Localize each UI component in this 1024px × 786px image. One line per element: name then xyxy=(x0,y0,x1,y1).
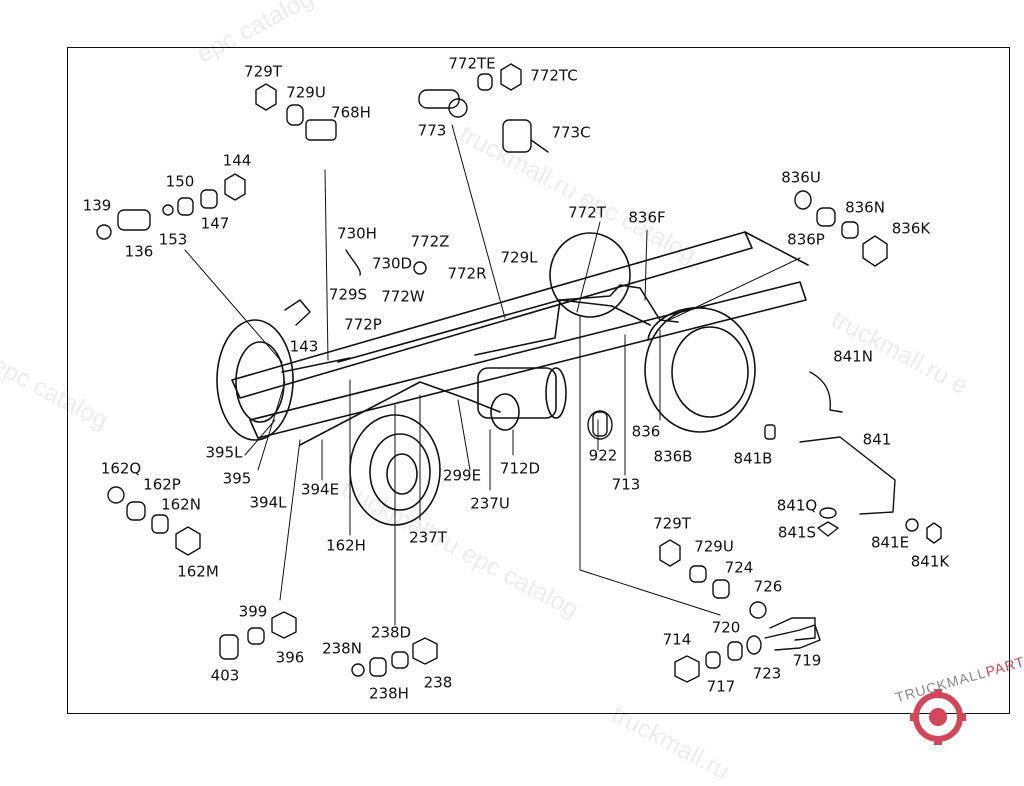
part-label: 841 xyxy=(862,430,892,449)
part-label: 772P xyxy=(344,315,382,334)
part-label: 841Q xyxy=(776,496,818,515)
part-label: 836P xyxy=(787,230,825,249)
wheel-left xyxy=(216,319,294,441)
part-label: 238H xyxy=(369,684,409,703)
part-label: 729U xyxy=(286,83,326,102)
part-label: 394L xyxy=(249,493,287,512)
part-label: 162Q xyxy=(100,459,142,478)
part-label: 396 xyxy=(275,648,305,667)
part-label: 729L xyxy=(500,248,538,267)
brake-line-rear xyxy=(559,284,679,323)
part-label: 720 xyxy=(711,618,741,637)
chassis-rail-lower xyxy=(249,281,807,439)
part-label: 729S xyxy=(328,285,368,304)
part-label: 724 xyxy=(724,558,754,577)
part-label: 719 xyxy=(792,651,822,670)
part-label: 723 xyxy=(752,664,782,683)
part-label: 403 xyxy=(210,666,240,685)
part-label: 150 xyxy=(165,172,195,191)
part-label: 153 xyxy=(158,230,188,249)
part-label: 729T xyxy=(653,514,691,533)
part-label: 712D xyxy=(499,459,541,478)
fittings xyxy=(96,63,942,683)
part-label: 730H xyxy=(337,224,377,243)
air-tank xyxy=(477,367,567,431)
part-label: 772W xyxy=(381,287,425,306)
chassis-exploded-diagram xyxy=(96,63,942,683)
part-label: 773 xyxy=(417,121,447,140)
part-label: 162M xyxy=(177,562,219,581)
part-label: 772TC xyxy=(530,66,578,85)
part-label: 841E xyxy=(870,533,910,552)
wheel-rear-top xyxy=(549,232,631,318)
part-label: 143 xyxy=(289,337,319,356)
part-label: 836B xyxy=(653,447,693,466)
part-label: 162H xyxy=(326,536,366,555)
brake-line-main xyxy=(337,299,651,363)
part-label: 772TE xyxy=(448,54,496,73)
part-label: 729T xyxy=(244,62,282,81)
part-label: 238 xyxy=(423,673,453,692)
truckmall-logo xyxy=(910,689,966,745)
part-label: 713 xyxy=(611,475,641,494)
part-label: 299E xyxy=(442,466,482,485)
brake-line-cross xyxy=(474,299,561,356)
part-label: 726 xyxy=(753,577,783,596)
part-label: 772R xyxy=(447,264,487,283)
part-label: 730D xyxy=(371,254,413,273)
part-label: 147 xyxy=(200,214,230,233)
part-label: 714 xyxy=(662,630,692,649)
part-label: 922 xyxy=(588,446,618,465)
part-label: 238D xyxy=(370,623,412,642)
part-label: 841S xyxy=(777,523,817,542)
part-label: 768H xyxy=(331,103,371,122)
part-label: 836U xyxy=(781,168,821,187)
part-label: 395 xyxy=(222,469,252,488)
part-label: 729U xyxy=(694,537,734,556)
part-label: 841N xyxy=(833,347,873,366)
part-label: 836 xyxy=(631,422,661,441)
part-label: 238N xyxy=(322,639,362,658)
part-label: 772Z xyxy=(410,232,450,251)
part-label: 136 xyxy=(124,242,154,261)
part-label: 139 xyxy=(82,196,112,215)
wheel-rear xyxy=(644,306,756,433)
part-label: 836K xyxy=(891,219,931,238)
part-label: 773C xyxy=(551,123,591,142)
part-label: 841K xyxy=(910,552,950,571)
brake-line-lower xyxy=(281,357,501,446)
part-label: 237U xyxy=(470,494,510,513)
part-label: 836F xyxy=(628,208,666,227)
diagram-frame xyxy=(67,47,1010,714)
leader-lines xyxy=(184,124,801,626)
part-label: 395L xyxy=(205,443,243,462)
part-label: 399 xyxy=(238,602,268,621)
part-label: 162P xyxy=(143,475,181,494)
part-label: 841B xyxy=(733,449,773,468)
part-label: 772T xyxy=(568,203,606,222)
part-label: 237T xyxy=(409,528,447,547)
part-label: 162N xyxy=(161,495,201,514)
part-label: 836N xyxy=(845,198,885,217)
part-label: 394E xyxy=(300,480,340,499)
part-label: 717 xyxy=(706,677,736,696)
part-label: 144 xyxy=(222,151,252,170)
